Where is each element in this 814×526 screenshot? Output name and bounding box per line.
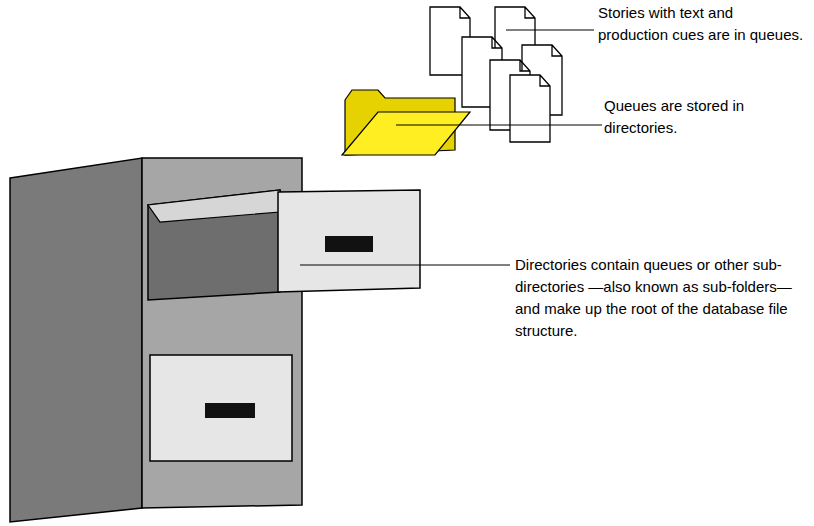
callout-text: Stories with text and production cues ar… [596,2,808,46]
drawer-handle [205,403,255,418]
leader-line [300,265,510,266]
upper-drawer-front [278,190,420,292]
drawer-handle [325,236,373,252]
leader-line [396,125,604,126]
drawer-opening [148,190,280,300]
story-pages [430,7,562,142]
callout-text: Queues are stored in directories. [602,95,812,139]
drawer-side [148,190,280,222]
cabinet-side [10,158,142,522]
folder-front [342,112,470,155]
callout-text: Directories contain queues or other sub-… [513,254,809,342]
leader-line [506,30,594,31]
lower-drawer-front [150,355,292,461]
